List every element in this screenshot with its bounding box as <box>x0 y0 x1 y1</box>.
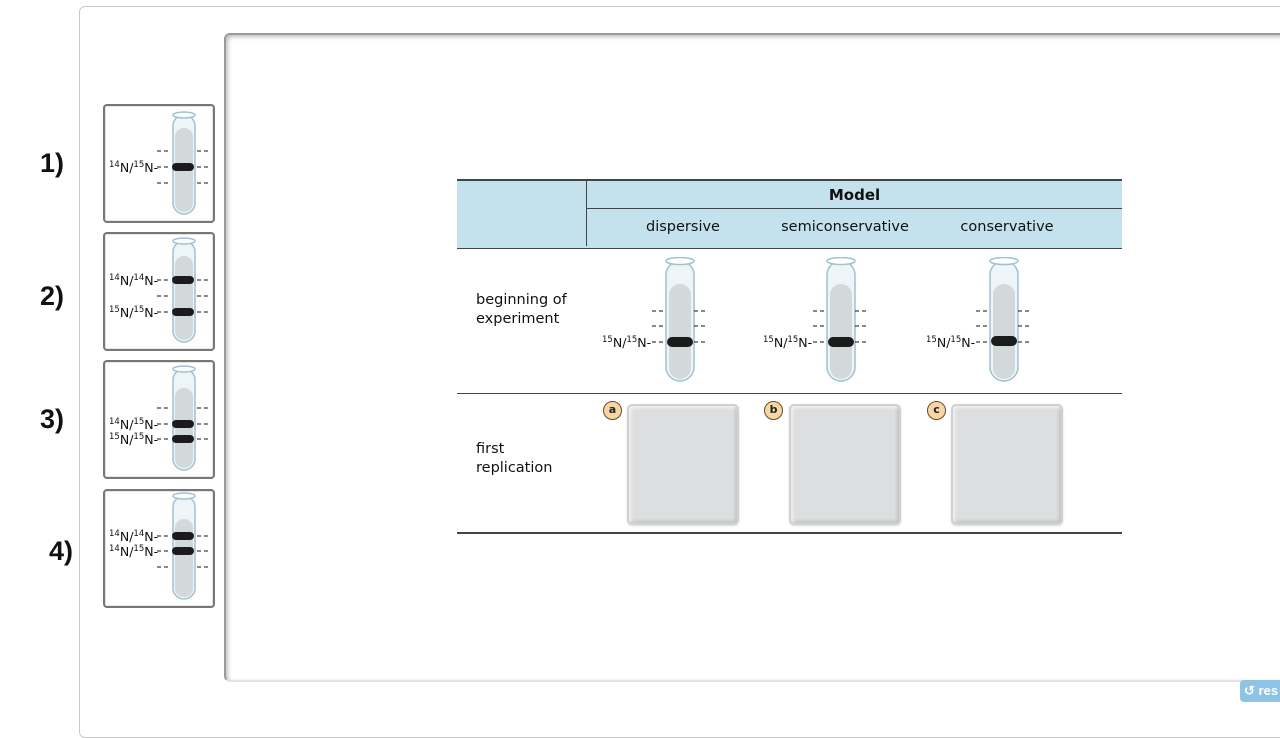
band-label: 14N/14N- <box>109 529 158 544</box>
dna-band <box>172 420 194 428</box>
choice-1-number: 1) <box>40 148 65 178</box>
reset-icon: ↺ <box>1244 683 1255 698</box>
choice-card-4[interactable]: 14N/14N- 14N/15N- <box>103 489 215 608</box>
band-label: 14N/15N- <box>109 417 158 432</box>
drop-target-semiconservative[interactable] <box>789 404 901 525</box>
dna-band <box>667 337 693 347</box>
badge-a: a <box>603 401 622 420</box>
dna-band <box>172 547 194 555</box>
choice-4-number: 4) <box>49 536 74 566</box>
band-label: 15N/15N- <box>109 305 158 320</box>
model-table: Model dispersive semiconservative conser… <box>457 179 1122 534</box>
workspace-panel <box>224 33 1280 682</box>
svg-text:15N/15N-: 15N/15N- <box>602 335 651 350</box>
test-tube-icon: 15N/15N- <box>763 257 868 382</box>
badge-b: b <box>764 401 783 420</box>
drop-target-conservative[interactable] <box>951 404 1063 525</box>
band-label: 14N/15N- <box>109 160 158 175</box>
test-tube-icon: 15N/15N- <box>602 257 707 382</box>
band-label: 14N/14N- <box>109 273 158 288</box>
choice-3-number: 3) <box>40 404 65 434</box>
row-label-beginning: beginning of experiment <box>476 292 567 327</box>
svg-text:15N/15N-: 15N/15N- <box>763 335 812 350</box>
dna-band <box>172 435 194 443</box>
dna-band <box>172 308 194 316</box>
column-semiconservative: semiconservative <box>781 219 909 235</box>
dna-band <box>172 163 194 171</box>
dna-band <box>172 276 194 284</box>
model-title: Model <box>828 186 881 204</box>
band-label: 15N/15N- <box>109 432 158 447</box>
choice-card-2[interactable]: 14N/14N- 15N/15N- <box>103 232 215 351</box>
test-tube-icon: 14N/15N- <box>109 111 209 215</box>
drop-target-dispersive[interactable] <box>627 404 739 525</box>
badge-c: c <box>927 401 946 420</box>
reset-button[interactable]: ↺ res <box>1240 680 1280 702</box>
column-dispersive: dispersive <box>646 219 720 235</box>
dna-band <box>172 532 194 540</box>
test-tube-icon: 14N/14N- 14N/15N- <box>109 492 209 600</box>
choice-card-1[interactable]: 14N/15N- <box>103 104 215 223</box>
test-tube-icon: 14N/14N- 15N/15N- <box>109 237 209 343</box>
column-conservative: conservative <box>960 219 1054 235</box>
svg-text:15N/15N-: 15N/15N- <box>926 335 975 350</box>
test-tube-icon: 14N/15N- 15N/15N- <box>109 365 209 471</box>
test-tube-icon: 15N/15N- <box>926 257 1031 382</box>
table-header <box>457 179 1122 249</box>
dna-band <box>828 337 854 347</box>
choice-card-3[interactable]: 14N/15N- 15N/15N- <box>103 360 215 479</box>
choice-2-number: 2) <box>40 281 65 311</box>
band-label: 14N/15N- <box>109 544 158 559</box>
row-label-first-replication: first replication <box>476 441 553 476</box>
dna-band <box>991 336 1017 346</box>
